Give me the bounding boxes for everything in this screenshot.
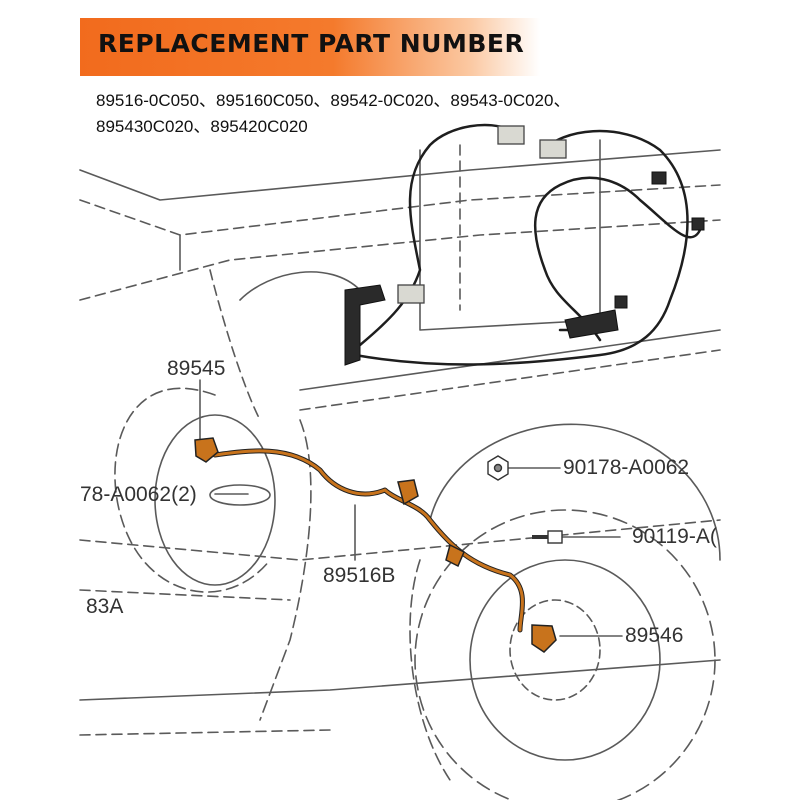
rear-sensor-icon <box>531 624 557 653</box>
bed-box <box>419 139 601 331</box>
bed-side-line <box>299 329 721 391</box>
frame-rail-dashed <box>79 519 721 561</box>
inset-cable-outer <box>353 129 689 366</box>
inset-clip-2 <box>691 217 705 231</box>
harness-outline <box>212 448 525 633</box>
front-wheel-arch <box>114 387 271 593</box>
callout-89516b: 89516B <box>323 564 396 587</box>
callout-90178: 90178-A0062 <box>563 456 690 479</box>
door-edge-dashed <box>259 419 312 721</box>
inset-cable-inner <box>534 176 702 342</box>
inset-clip-1 <box>651 171 667 185</box>
callout-90119: 90119-A( <box>632 525 717 548</box>
part-number-list: 89516-0C050、895160C050、89542-0C020、89543… <box>96 88 716 140</box>
frame-rail-lower <box>79 589 291 601</box>
front-sensor-icon <box>194 437 219 463</box>
harness-cable <box>213 449 524 632</box>
banner-title: REPLACEMENT PART NUMBER <box>98 29 525 58</box>
cab-roof-line <box>79 149 721 201</box>
part-number-line-1: 89516-0C050、895160C050、89542-0C020、89543… <box>96 91 571 110</box>
bed-rail-dashed <box>79 219 721 301</box>
bed-side-dashed <box>299 349 721 411</box>
rocker-lower-dashed <box>79 729 331 736</box>
fender-dashed <box>209 269 261 421</box>
callout-body-code: 83A <box>86 595 124 618</box>
part-number-line-2: 895430C020、895420C020 <box>96 117 308 136</box>
cab-roof-dashed <box>79 184 721 236</box>
rear-wheel-rim <box>469 559 661 761</box>
front-wheel <box>154 414 276 586</box>
callout-left-bolt: 78-A0062(2) <box>80 483 197 506</box>
inset-connector-1 <box>497 125 525 145</box>
inset-bracket-right <box>564 309 619 339</box>
title-banner: REPLACEMENT PART NUMBER <box>80 18 540 76</box>
callout-89545: 89545 <box>167 357 226 380</box>
fender-arch-top <box>239 271 361 301</box>
front-hub <box>209 484 271 506</box>
callout-89546: 89546 <box>625 624 684 647</box>
inset-cable-left <box>358 123 512 347</box>
rear-fender-dashed <box>409 559 451 781</box>
rear-wheel-arch <box>429 423 721 561</box>
rear-hub <box>509 599 601 701</box>
rear-tire <box>414 509 716 800</box>
nut-hole <box>493 463 503 473</box>
diagram-frame <box>80 0 720 800</box>
inset-connector-2 <box>539 139 567 159</box>
rocker-line <box>79 659 721 701</box>
bolt-head-icon <box>547 530 563 544</box>
inset-clip-3 <box>614 295 628 309</box>
inset-bracket-left <box>344 284 386 366</box>
harness-clip-icon <box>397 479 419 506</box>
harness-bracket-icon <box>445 543 465 568</box>
inset-connector-3 <box>397 284 425 304</box>
